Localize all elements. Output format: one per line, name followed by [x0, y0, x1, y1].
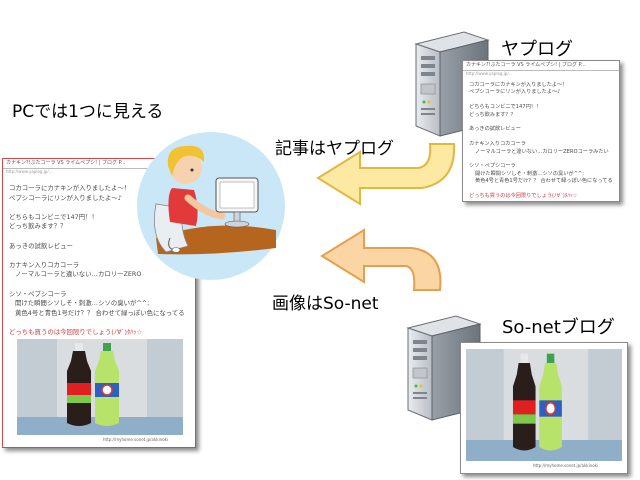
- pc-view-label: PCでは1つに見える: [12, 102, 164, 122]
- sonet-server-label: So-netブログ: [502, 317, 615, 338]
- article-line: あっきの試飲レビュー: [469, 126, 521, 133]
- article-line: どっちも買うのは今回限りでしょう(ﾉ∀`)ﾀﾊｯ☆: [9, 328, 143, 336]
- cola-bottles-image: [17, 339, 183, 435]
- article-line: ペプシコーラにリンが入りましたよ〜♪: [9, 193, 122, 202]
- article-line: シソ・ペプシコーラ: [469, 163, 516, 170]
- photo-caption: http://myhome.sonet.jp/akkinoki: [533, 463, 599, 468]
- article-line: ノーマルコーラと違いない…カロリーZEROコーラみたい: [475, 148, 609, 155]
- cola-bottles-image: [466, 349, 622, 461]
- article-line: どっち飲みます？？: [9, 222, 67, 231]
- cola-photo: [466, 349, 622, 461]
- article-line: 黄色4号と青色1号だけ？？ 合わせて緑っぽい色になってる: [15, 308, 185, 317]
- article-line: どちらもコンビニで147円！！: [469, 104, 542, 111]
- article-line: カナキン入りコカコーラ: [9, 260, 80, 269]
- article-source-label: 記事はヤプログ: [275, 139, 394, 159]
- article-line: どっちも買うのは今回限りでしょう(ﾉ∀`)ﾀﾊｯ☆: [469, 193, 578, 199]
- card-header: カナキン?!ぶたコーラ VS ライムペプシ! | ブログ P...: [3, 159, 195, 169]
- article-line: カナキン入りコカコーラ: [469, 141, 526, 148]
- yaplog-server-label: ヤプログ: [501, 39, 573, 60]
- arrow-left-icon: [316, 143, 456, 206]
- photo-caption: http://myhome.sonet.jp/akkinoki: [103, 437, 169, 442]
- arrow-left-icon: [320, 228, 442, 291]
- article-line: あっきの試飲レビュー: [9, 241, 73, 250]
- sonet-photo-card: http://myhome.sonet.jp/akkinoki: [460, 342, 628, 474]
- article-line: コカコーラにカナキンが入りましたよ〜！: [469, 82, 568, 88]
- article-line: どちらもコンビニで147円！！: [9, 212, 98, 221]
- article-line: 開けた瞬間シソしそ・刺激…シソの臭いが^^;: [15, 299, 150, 308]
- article-line: どっち飲みます？？: [469, 111, 516, 118]
- cola-photo: [17, 339, 183, 435]
- card-url: http://www.yaplog.jp/...: [6, 169, 53, 174]
- article-line: 黄色4号と青色1号だけ？？ 合わせて緑っぽい色になってる: [475, 178, 613, 185]
- person-at-computer-icon: [137, 132, 285, 280]
- article-line: シソ・ペプシコーラ: [9, 289, 67, 298]
- image-source-label: 画像はSo-net: [272, 294, 379, 314]
- card-url: http://www.yaplog.jp/...: [466, 71, 513, 76]
- article-line: ペプシコーラにリンが入りましたよ〜♪: [469, 89, 561, 96]
- yaplog-article-card: カナキン?!ぶたコーラ VS ライムペプシ! | ブログ P... http:/…: [462, 60, 620, 202]
- article-line: 開けた瞬間シソしそ・刺激…シソの臭いが^^;: [475, 170, 585, 177]
- card-header: カナキン?!ぶたコーラ VS ライムペプシ! | ブログ P...: [463, 61, 619, 71]
- article-line: ノーマルコーラと違いない…カロリーZERO: [15, 270, 142, 279]
- article-line: コカコーラにカナキンが入りましたよ〜！: [9, 184, 131, 192]
